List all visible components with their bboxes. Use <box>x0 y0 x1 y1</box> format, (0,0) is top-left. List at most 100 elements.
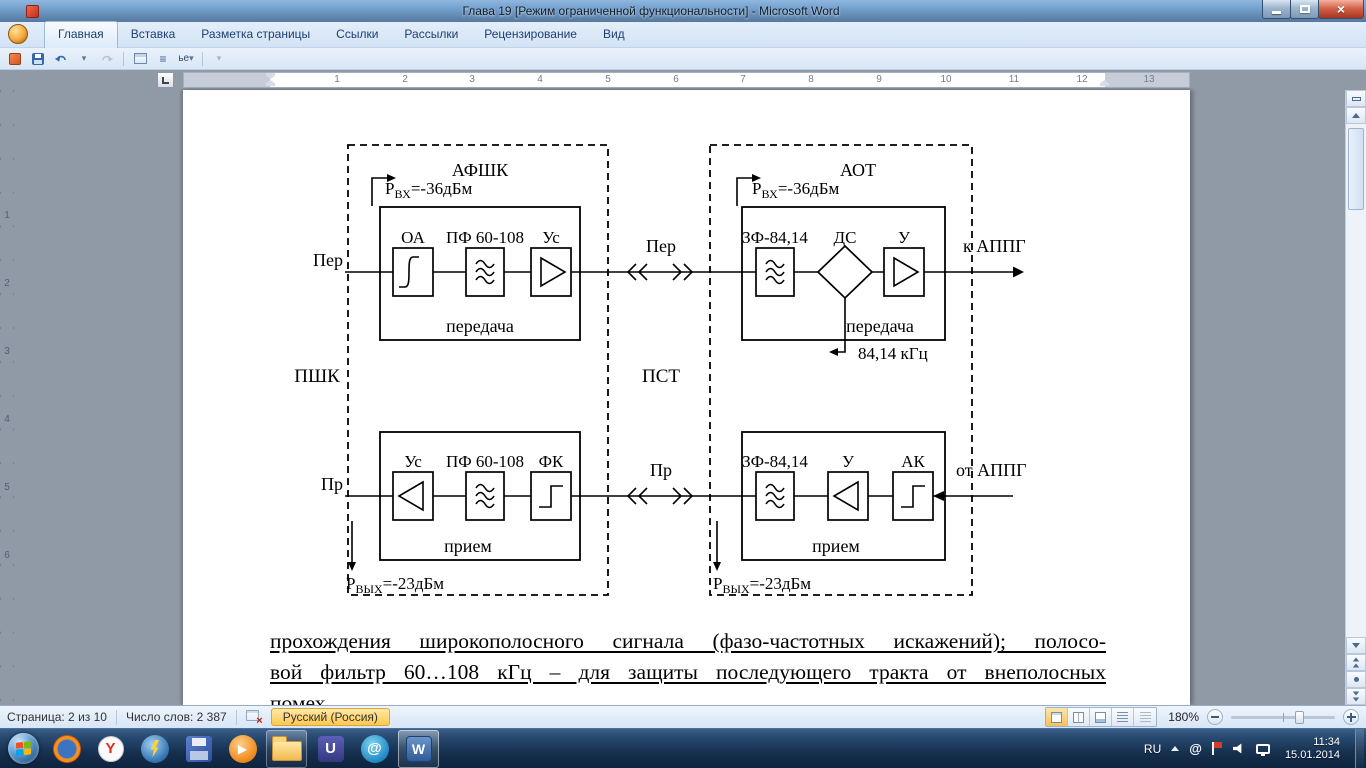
zoom-out-button[interactable] <box>1207 709 1223 725</box>
close-button[interactable]: × <box>1318 0 1364 19</box>
tray-mail-icon[interactable]: @ <box>1189 741 1202 756</box>
filter-icon <box>475 259 495 285</box>
previous-page-button[interactable] <box>1346 654 1366 671</box>
select-browse-object-button[interactable] <box>1346 671 1366 688</box>
step-corrector-icon <box>901 485 925 508</box>
maximize-icon <box>1299 5 1310 13</box>
ruler-number: 1 <box>4 210 10 221</box>
tab-razmetka-stranitsy[interactable]: Разметка страницы <box>201 27 311 41</box>
ruler-number: 5 <box>4 482 10 493</box>
taskbar-item-yandex[interactable]: Y <box>90 730 131 768</box>
office-button[interactable] <box>8 24 28 44</box>
vertical-scrollbar[interactable] <box>1345 90 1366 705</box>
save-button[interactable] <box>28 50 48 68</box>
zoom-level[interactable]: 180% <box>1168 710 1199 724</box>
network-icon[interactable] <box>1255 743 1270 756</box>
tab-glavnaya[interactable]: Главная <box>44 21 118 48</box>
clock[interactable]: 11:34 15.01.2014 <box>1280 736 1345 762</box>
outline-view-button[interactable] <box>1112 708 1134 726</box>
language-indicator[interactable]: RU <box>1143 741 1162 756</box>
right-indent-marker[interactable] <box>1100 80 1109 86</box>
maximize-button[interactable] <box>1290 0 1319 19</box>
more-commands-button[interactable]: ▾ <box>209 50 229 68</box>
tab-vid[interactable]: Вид <box>602 27 625 41</box>
undo-button[interactable] <box>51 50 71 68</box>
draw-table-button[interactable] <box>130 50 150 68</box>
taskbar-item-media-player[interactable]: ▶ <box>222 730 263 768</box>
list-button[interactable]: ≡ <box>153 50 173 68</box>
start-button[interactable] <box>3 730 43 768</box>
tray-flag-icon[interactable] <box>1211 742 1223 755</box>
word-count[interactable]: Число слов: 2 387 <box>125 710 227 724</box>
ruler-number: 5 <box>605 74 611 85</box>
show-desktop-button[interactable] <box>1355 728 1364 768</box>
amplifier-left-icon <box>397 480 424 512</box>
taskbar-item-firefox[interactable] <box>46 730 87 768</box>
block-symbols <box>397 256 925 512</box>
tab-vstavka[interactable]: Вставка <box>130 27 176 41</box>
tab-rassylki[interactable]: Рассылки <box>404 27 459 41</box>
body-paragraph[interactable]: прохождения широкополосного сигнала (фаз… <box>270 626 1106 705</box>
browse-dot-icon <box>1353 677 1359 682</box>
taskbar-item-explorer[interactable] <box>266 729 307 768</box>
show-hidden-icons-button[interactable] <box>1171 746 1180 751</box>
tab-retsenzirovanie[interactable]: Рецензирование <box>484 27 577 41</box>
double-arrow-down-icon <box>1352 691 1360 702</box>
ruler-row: 1 2 3 4 5 6 7 8 9 10 11 12 13 <box>0 70 1366 90</box>
styles-button[interactable] <box>5 50 25 68</box>
hanging-indent-marker[interactable] <box>266 80 275 86</box>
minimize-button[interactable] <box>1262 0 1291 19</box>
taskbar-item-floppy-app[interactable] <box>178 730 219 768</box>
filter-icon <box>475 483 495 509</box>
ruler-number: 2 <box>402 74 408 85</box>
windows-orb-icon <box>7 733 39 764</box>
text-line: помех <box>270 691 326 705</box>
hybrid-diamond <box>816 244 874 300</box>
language-button[interactable]: Русский (Россия) <box>270 708 390 726</box>
unit-title: АОТ <box>840 160 876 180</box>
tab-ssylki[interactable]: Ссылки <box>336 27 379 41</box>
taskbar-item-mail-agent[interactable]: @ <box>354 730 395 768</box>
interface-label: ПШК <box>294 366 340 387</box>
scrollbar-thumb[interactable] <box>1348 128 1364 210</box>
taskbar-item-lightning-app[interactable] <box>134 730 175 768</box>
ruler-number: 13 <box>1143 74 1155 85</box>
block-label: Ус <box>404 452 422 471</box>
block-label: ФК <box>539 452 564 471</box>
reading-view-button[interactable] <box>1068 708 1090 726</box>
print-layout-view-button[interactable] <box>1046 708 1068 726</box>
next-page-button[interactable] <box>1346 688 1366 705</box>
ruler-number: 8 <box>808 74 814 85</box>
proofing-status-button[interactable]: × <box>245 710 263 727</box>
minus-icon <box>1211 716 1219 718</box>
plus-icon <box>1346 712 1356 722</box>
port-label: Пер <box>313 250 343 270</box>
ruler-toggle-button[interactable] <box>1346 90 1366 107</box>
first-line-indent-marker[interactable] <box>266 73 275 79</box>
block-label: ПФ 60-108 <box>446 228 524 247</box>
zoom-in-button[interactable] <box>1343 709 1359 725</box>
web-layout-view-button[interactable] <box>1090 708 1112 726</box>
scroll-up-button[interactable] <box>1346 107 1366 124</box>
tab-stop-selector[interactable] <box>157 72 174 88</box>
firefox-icon <box>52 734 81 763</box>
redo-button[interactable] <box>97 50 117 68</box>
document-page[interactable]: АФШК АОТ РВХ=-36дБм РВХ=-36дБм РВЫХ=-23д… <box>183 90 1190 705</box>
volume-icon[interactable] <box>1232 743 1242 754</box>
style-text-icon: ье <box>178 53 190 64</box>
proofing-error-icon: × <box>256 715 263 727</box>
taskbar-item-word[interactable]: W <box>398 729 439 768</box>
undo-dropdown[interactable]: ▾ <box>74 50 94 68</box>
scroll-down-button[interactable] <box>1346 637 1366 654</box>
taskbar-item-u-app[interactable]: U <box>310 730 351 768</box>
taskbar: Y ▶ U @ W RU @ 11:34 15.01.2014 <box>0 728 1366 768</box>
play-icon: ▶ <box>228 734 257 763</box>
lightning-icon <box>140 734 169 763</box>
zoom-slider[interactable] <box>1231 710 1335 724</box>
draft-view-button[interactable] <box>1134 708 1156 726</box>
u-app-icon: U <box>317 735 344 762</box>
page-indicator[interactable]: Страница: 2 из 10 <box>7 710 107 724</box>
unit-frames <box>347 144 973 596</box>
style-shortcut-button[interactable]: ье ▾ <box>176 50 196 68</box>
zoom-slider-thumb[interactable] <box>1295 710 1304 724</box>
